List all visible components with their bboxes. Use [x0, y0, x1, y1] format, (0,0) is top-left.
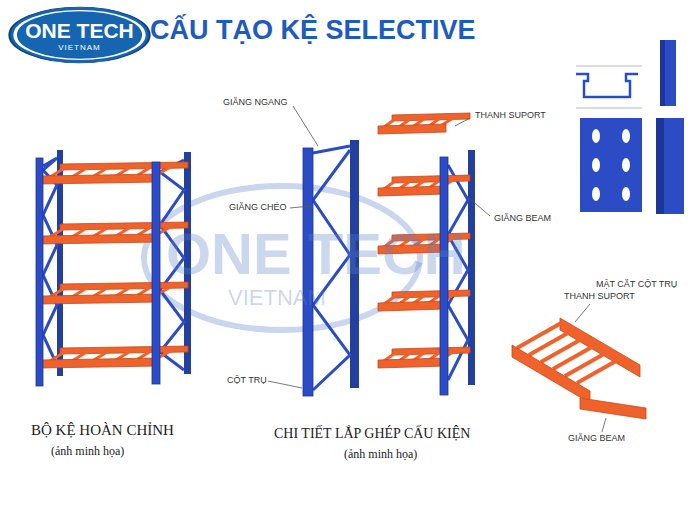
title: CẤU TẠO KỆ SELECTIVE [150, 16, 476, 46]
deck-detail [512, 318, 646, 419]
part-label: GIẰNG NGANG [222, 98, 289, 108]
logo-text: ONE TECHVIETNAM [8, 6, 151, 52]
part-label: CỘT TRỤ [226, 376, 268, 386]
logo-oval: ONE TECHVIETNAM [8, 6, 151, 64]
part-label: GIẰNG CHÉO [228, 203, 288, 213]
logo-name: ONE TECH [8, 19, 151, 43]
part-label: MẶT CẮT CỘT TRỤ [595, 280, 678, 290]
logo-country: VIETNAM [8, 43, 151, 52]
caption-text: BỘ KỆ HOÀN CHỈNH [30, 422, 175, 439]
watermark: VIETNAM [228, 286, 326, 310]
part-label: GIẰNG BEAM [567, 434, 626, 444]
part-label: GIẰNG BEAM [493, 214, 552, 224]
watermark: ONE TECH [166, 222, 466, 286]
part-label: THANH SUPORT [474, 111, 547, 121]
caption-note: (ảnh minh họa) [50, 445, 125, 458]
caption-note: (ảnh minh họa) [343, 448, 418, 461]
part-label: THANH SUPORT [563, 292, 636, 302]
column-section [576, 40, 684, 214]
caption-text: CHI TIẾT LẮP GHÉP CẤU KIỆN [273, 426, 471, 441]
